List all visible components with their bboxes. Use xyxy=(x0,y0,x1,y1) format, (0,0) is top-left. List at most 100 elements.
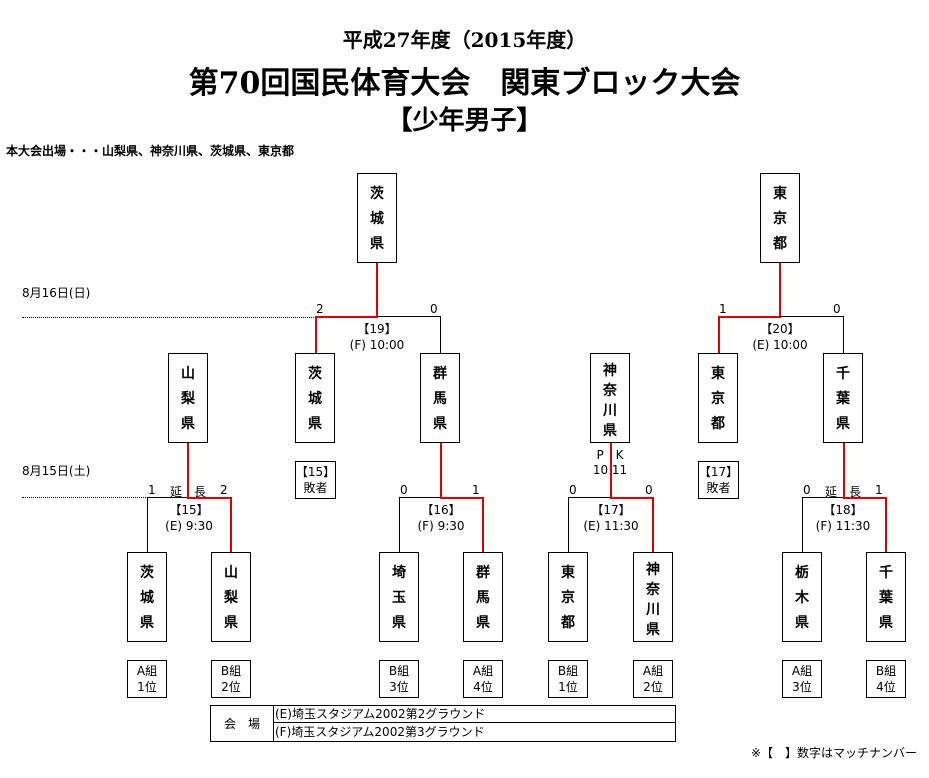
bracket-line xyxy=(377,316,441,317)
team-char: 木 xyxy=(795,589,809,606)
team-char: 東 xyxy=(773,185,787,202)
bracket-line xyxy=(440,443,442,498)
score-right: 0 xyxy=(430,302,438,316)
team-char: 梨 xyxy=(224,589,238,606)
bracket-line xyxy=(843,497,887,499)
match-number: 【20】 xyxy=(760,322,800,336)
team-char: 群 xyxy=(433,365,447,382)
team-box-m19-ibaraki: 茨 城 県 xyxy=(295,353,335,443)
team-char: 千 xyxy=(879,564,893,581)
bracket-line xyxy=(187,443,189,498)
team-box-top-ibaraki: 茨 城 県 xyxy=(357,173,397,263)
bracket-line xyxy=(568,497,569,553)
date-day2: 8月16日(日) xyxy=(22,286,91,300)
bracket-line xyxy=(802,497,844,498)
score-right: 0 xyxy=(833,302,841,316)
bracket-line xyxy=(399,497,400,553)
team-box-top-tokyo: 東 京 都 xyxy=(760,173,800,263)
score-left: 0 xyxy=(803,483,811,497)
team-char: 茨 xyxy=(370,185,384,202)
match-number: 【16】 xyxy=(421,503,461,517)
bracket-line xyxy=(718,316,720,354)
match-time: (F) 9:30 xyxy=(417,519,465,533)
score-left: 1 xyxy=(719,302,727,316)
team-char: 県 xyxy=(224,615,238,632)
group-name: A組 xyxy=(642,664,664,678)
loser-match-number: 【15】 xyxy=(295,465,336,479)
bracket-line xyxy=(376,263,378,317)
bracket-line xyxy=(315,316,317,354)
score-right: 1 xyxy=(472,483,480,497)
team-char: 県 xyxy=(879,615,893,632)
score-right: 0 xyxy=(645,483,653,497)
team-box-r1-saitama: 埼 玉 県 xyxy=(379,552,419,642)
bracket-line xyxy=(147,497,148,553)
team-char: 県 xyxy=(140,615,154,632)
team-char: 川 xyxy=(603,403,617,419)
team-char: 城 xyxy=(308,390,322,407)
venue-table: 会 場 (E)埼玉スタジアム2002第2グラウンド (F)埼玉スタジアム2002… xyxy=(210,705,676,742)
match-time: (F) 11:30 xyxy=(815,519,871,533)
team-char: 茨 xyxy=(308,365,322,382)
team-char: 群 xyxy=(476,564,490,581)
team-char: 梨 xyxy=(181,390,195,407)
loser-label: 敗者 xyxy=(706,481,731,495)
match-number: 【18】 xyxy=(823,503,863,517)
group-name: B組 xyxy=(220,664,242,678)
team-box-r1-ibaraki: 茨 城 県 xyxy=(127,552,167,642)
group-rank: 4位 xyxy=(876,680,896,694)
team-char: 京 xyxy=(711,390,725,407)
team-char: 城 xyxy=(140,589,154,606)
team-box-r1-chiba: 千 葉 県 xyxy=(866,552,906,642)
pk-score: 10 11 xyxy=(592,463,628,477)
bracket-line xyxy=(843,316,844,354)
group-name: A組 xyxy=(136,664,158,678)
team-char: 葉 xyxy=(836,390,850,407)
bracket-line xyxy=(187,497,231,499)
team-char: 川 xyxy=(646,602,660,618)
bracket-line xyxy=(315,316,378,318)
team-box-r1-kanagawa: 神 奈 川 県 xyxy=(633,552,673,642)
team-char: 都 xyxy=(773,236,787,253)
bracket-line xyxy=(147,497,189,498)
team-char: 都 xyxy=(561,615,575,632)
loser-match-number: 【17】 xyxy=(698,465,739,479)
bracket-line xyxy=(843,443,845,498)
team-char: 京 xyxy=(773,210,787,227)
group-rank: 2位 xyxy=(221,680,241,694)
team-char: 城 xyxy=(370,210,384,227)
score-left: 2 xyxy=(316,302,324,316)
bracket-line xyxy=(568,497,611,498)
team-char: 県 xyxy=(181,416,195,433)
category-title: 【少年男子】 xyxy=(386,106,543,136)
team-char: 奈 xyxy=(603,383,617,399)
loser-box-17: 【17】 敗者 xyxy=(698,461,739,499)
group-rank: 4位 xyxy=(473,680,493,694)
bracket-line xyxy=(802,497,803,553)
team-box-r1-tochigi: 栃 木 県 xyxy=(782,552,822,642)
group-box: B組 2位 xyxy=(211,660,251,698)
group-name: B組 xyxy=(557,664,579,678)
venue-e: (E)埼玉スタジアム2002第2グラウンド xyxy=(273,706,675,723)
page-title: 第70回国民体育大会 関東ブロック大会 xyxy=(188,66,741,101)
team-char: 栃 xyxy=(795,564,809,581)
score-left: 0 xyxy=(569,483,577,497)
group-rank: 1位 xyxy=(558,680,578,694)
team-box-r1-gunma: 群 馬 県 xyxy=(463,552,503,642)
bracket-line xyxy=(780,316,844,317)
team-box-r1-yamanashi: 山 梨 県 xyxy=(211,552,251,642)
team-char: 玉 xyxy=(392,589,406,606)
team-char: 葉 xyxy=(879,589,893,606)
team-char: 馬 xyxy=(476,589,490,606)
group-name: A組 xyxy=(472,664,494,678)
match-time: (E) 10:00 xyxy=(752,338,808,352)
score-left: 1 xyxy=(148,483,156,497)
venue-f: (F)埼玉スタジアム2002第3グラウンド xyxy=(275,725,485,739)
match-time: (E) 11:30 xyxy=(583,519,639,533)
team-box-yamanashi-qualified: 山 梨 県 xyxy=(168,353,208,443)
team-box-kanagawa-qualified: 神 奈 川 県 xyxy=(590,353,630,443)
loser-box-15: 【15】 敗者 xyxy=(295,461,336,499)
team-char: 千 xyxy=(836,365,850,382)
